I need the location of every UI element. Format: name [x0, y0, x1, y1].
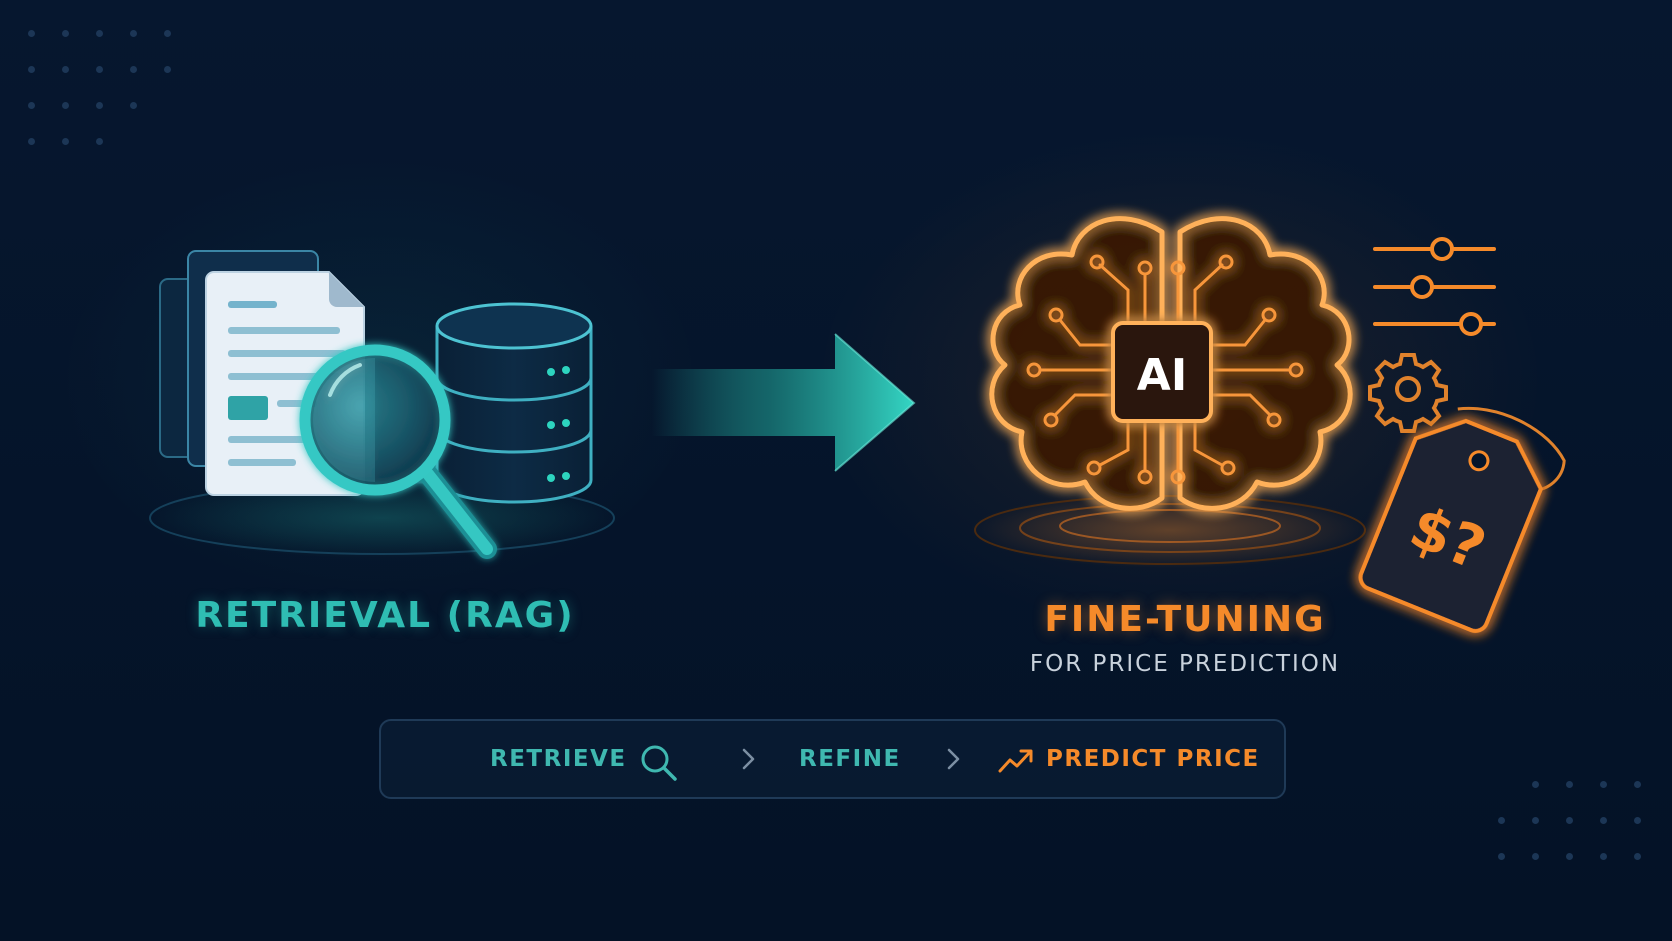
decorative-dot-grid-bottom-right: [1492, 781, 1652, 901]
pipeline-step-predict-price: PREDICT PRICE: [1046, 746, 1260, 772]
ai-chip-icon: AI: [1111, 321, 1213, 423]
fine-tuning-sublabel: FOR PRICE PREDICTION: [1029, 651, 1341, 677]
pipeline-step-retrieve: RETRIEVE: [490, 746, 627, 772]
pipeline-step-refine: REFINE: [799, 746, 901, 772]
gear-icon: [1368, 353, 1448, 433]
document-stack-icon: [159, 250, 365, 496]
chevron-right-icon: [947, 748, 960, 770]
flow-arrow-icon: [652, 333, 916, 472]
brain-icon: [989, 216, 1353, 511]
trend-up-icon: [998, 749, 1033, 773]
sliders-icon: [1373, 237, 1496, 336]
pipeline-bar: RETRIEVE REFINE PREDICT PRICE: [379, 719, 1286, 799]
chevron-right-icon: [742, 748, 755, 770]
search-icon: [641, 745, 677, 781]
ai-chip-label: AI: [1137, 350, 1187, 401]
retrieval-label: RETRIEVAL (RAG): [195, 595, 575, 636]
magnifier-icon: [299, 344, 497, 559]
database-icon: [435, 302, 593, 504]
price-tag-icon: $?: [1358, 406, 1566, 633]
retrieval-illustration: [147, 250, 617, 559]
fine-tuning-label: FINE-TUNING: [1044, 599, 1326, 640]
fine-tuning-illustration: AI $?: [970, 216, 1566, 633]
